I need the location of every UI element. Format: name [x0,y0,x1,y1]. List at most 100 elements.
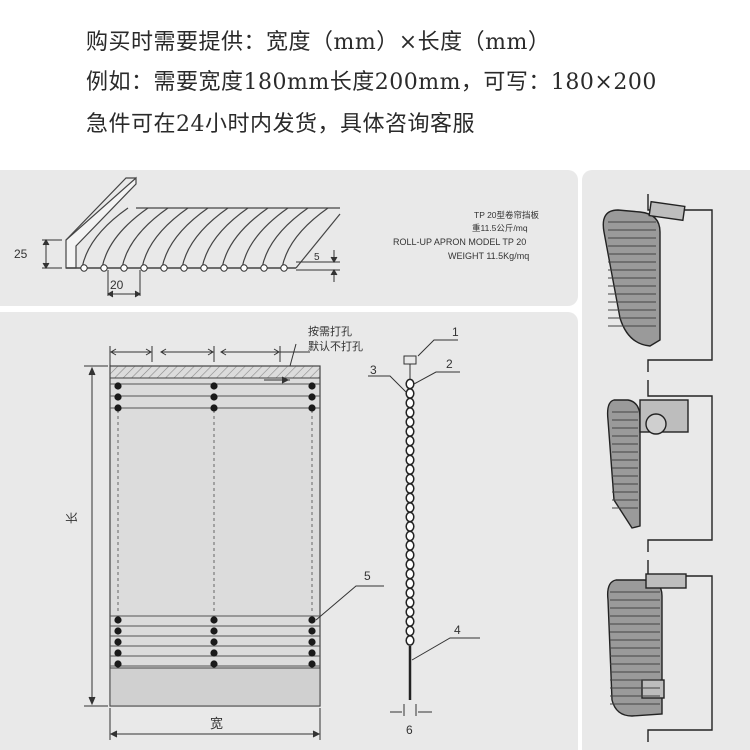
pivot-circle [140,264,148,272]
dim-20-label: 20 [110,278,124,292]
pivot-circle [220,264,228,272]
rivet-hole [210,627,218,635]
bead-link [405,597,415,608]
bead-link [405,454,415,466]
rivet-hole [210,393,218,401]
pivot-circle [100,264,108,272]
callout-4: 4 [454,623,461,637]
rivet-hole [114,616,122,624]
dim-20 [107,270,141,298]
rivet-hole [114,638,122,646]
rivet-hole [114,649,122,657]
instruction-line-3: 急件可在24小时内发货，具体咨询客服 [86,112,475,137]
bead-link [405,397,415,409]
drill-note-2: 默认不打孔 [308,339,363,353]
dim-25 [42,239,62,269]
bead-link [405,511,415,523]
bead-link [405,540,415,551]
pivot-circle [180,264,188,272]
instruction-line-2: 例如：需要宽度180mm长度200mm，可写：180×200 [86,70,657,95]
dim-width [109,708,321,740]
rivet-hole [114,404,122,412]
rivet-hole [114,393,122,401]
spec-weight-cn: 重11.5公斤/mq [472,223,528,233]
callout-5-leader [315,585,384,621]
pivot-circle [200,264,208,272]
pivot-circle [240,264,248,272]
rivet-hole [308,638,316,646]
width-label: 宽 [210,716,223,731]
dim-5-label: 5 [314,252,320,263]
hole-spacing-dims [109,343,310,384]
install-view-3 [606,560,713,742]
install-view-1 [602,194,713,372]
bead-link [405,625,415,637]
bead-link [405,606,415,618]
bead-link [405,578,415,589]
rivet-hole [210,649,218,657]
drill-note-1: 按需打孔 [308,324,352,338]
pivot-circle [260,264,268,272]
bead-link [405,378,415,390]
length-label: 长 [65,512,79,524]
bead-link [405,502,415,513]
bead-link [405,492,415,504]
pivot-circle [280,264,288,272]
side-section [403,355,417,700]
bead-link [405,521,415,532]
callout-2: 2 [446,357,453,371]
bead-link [405,435,415,447]
rivet-hole [210,404,218,412]
apron-front-view [109,365,321,707]
bead-link [405,568,415,580]
bead-link [405,388,415,399]
rivet-hole [210,638,218,646]
install-view-2 [606,380,713,552]
rivet-holes [114,382,316,668]
rivet-hole [308,382,316,390]
callout-3: 3 [370,363,377,377]
bead-link [405,616,415,627]
bead-link [405,635,415,646]
spec-model-cn: TP 20型卷帘挡板 [474,210,540,220]
rivet-hole [210,616,218,624]
profile-pivots [80,264,288,272]
bead-link [405,549,415,561]
rivet-hole [210,660,218,668]
rivet-hole [308,660,316,668]
apron-profile-3d [65,176,341,269]
bead-link [405,530,415,542]
rivet-hole [308,616,316,624]
dim-6-label: 6 [406,723,413,737]
callout-5: 5 [364,569,371,583]
bead-link [405,473,415,485]
rivet-hole [308,649,316,657]
pivot-circle [120,264,128,272]
side-callouts [368,339,480,716]
rivet-hole [210,382,218,390]
bead-link [405,445,415,456]
bead-link [405,559,415,570]
bead-link [405,587,415,599]
bead-link [405,483,415,494]
dim-25-label: 25 [14,247,28,261]
dim-5 [296,250,340,282]
rivet-hole [114,627,122,635]
bead-link [405,416,415,428]
instruction-line-1: 购买时需要提供：宽度（mm）×长度（mm） [86,30,551,55]
spec-model-en: ROLL-UP APRON MODEL TP 20 [393,237,526,247]
dim-length [84,365,108,707]
spec-weight-en: WEIGHT 11.5Kg/mq [448,251,529,261]
rivet-hole [114,660,122,668]
rivet-hole [308,393,316,401]
pivot-circle [160,264,168,272]
bead-link [405,426,415,437]
rivet-hole [114,382,122,390]
bead-link [405,464,415,475]
pivot-circle [80,264,88,272]
rivet-hole [308,404,316,412]
rivet-hole [308,627,316,635]
bead-link [405,407,415,418]
callout-1: 1 [452,325,459,339]
